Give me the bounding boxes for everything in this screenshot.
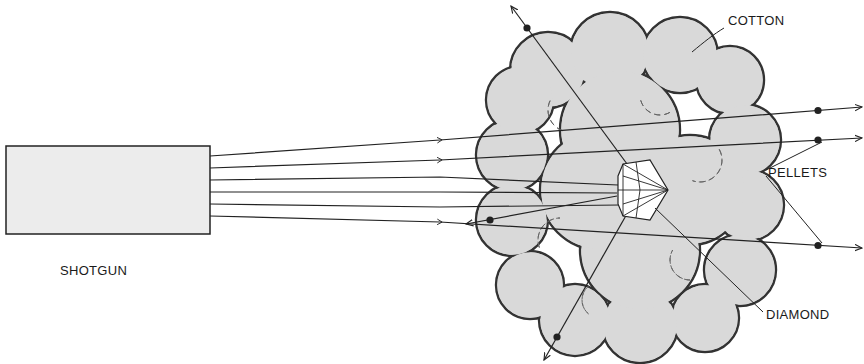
cotton-cloud (476, 12, 784, 363)
diamond-gem (618, 160, 668, 220)
part-label: SHOTGUN (60, 264, 127, 277)
shotgun-barrel (6, 146, 210, 234)
part-label: COTTON (728, 14, 784, 27)
part-label: PELLETS (768, 166, 827, 179)
pellet-dots (486, 24, 821, 340)
pellet-paths (210, 6, 862, 360)
part-label: DIAMOND (766, 308, 830, 321)
